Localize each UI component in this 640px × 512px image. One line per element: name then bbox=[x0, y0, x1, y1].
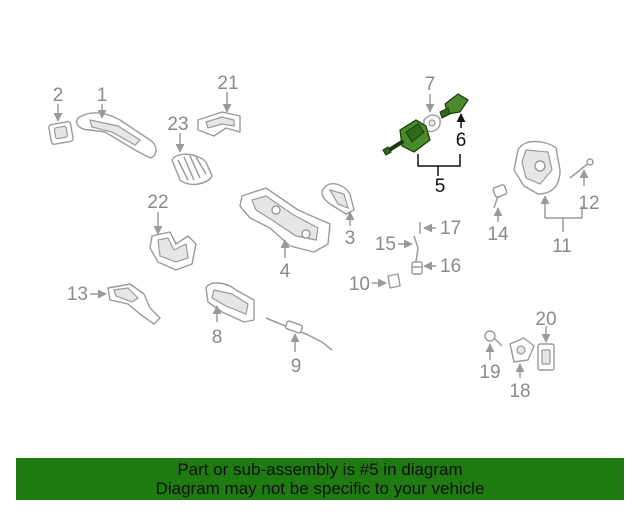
label-3: 3 bbox=[345, 228, 356, 249]
label-15: 15 bbox=[375, 234, 396, 255]
label-14: 14 bbox=[487, 224, 509, 245]
label-2: 2 bbox=[53, 85, 64, 106]
label-8: 8 bbox=[212, 327, 223, 348]
label-21: 21 bbox=[217, 73, 238, 94]
label-7: 7 bbox=[425, 74, 436, 95]
part-6-highlighted: 6 bbox=[439, 93, 469, 151]
part-1-outside-handle: 1 bbox=[76, 85, 157, 159]
label-22: 22 bbox=[147, 192, 168, 213]
part-3-inside-handle: 3 bbox=[321, 183, 356, 249]
part-7-clip: 7 bbox=[423, 74, 441, 133]
label-19: 19 bbox=[479, 362, 500, 383]
part-17-clip: 17 bbox=[419, 218, 461, 239]
part-10-clip: 10 bbox=[349, 273, 401, 295]
label-6: 6 bbox=[456, 130, 467, 151]
part-14-bolt: 14 bbox=[487, 184, 509, 245]
part-16-grommet: 16 bbox=[411, 256, 461, 277]
part-5-lock-cylinder: 5 bbox=[382, 119, 461, 197]
label-1: 1 bbox=[97, 85, 108, 106]
label-9: 9 bbox=[291, 356, 302, 377]
part-20-shim: 20 bbox=[535, 309, 557, 371]
part-12-rod: 12 bbox=[569, 158, 600, 214]
part-9-rod: 9 bbox=[265, 317, 333, 377]
part-22-bracket: 22 bbox=[147, 192, 197, 271]
label-18: 18 bbox=[509, 381, 530, 402]
banner-line-2: Diagram may not be specific to your vehi… bbox=[155, 479, 485, 498]
label-4: 4 bbox=[280, 261, 291, 282]
part-13-bracket: 13 bbox=[67, 283, 161, 325]
label-11: 11 bbox=[552, 236, 572, 257]
part-15-rod: 15 bbox=[375, 234, 419, 263]
part-19-screw: 19 bbox=[479, 330, 503, 383]
label-10: 10 bbox=[349, 274, 370, 295]
banner-line-1: Part or sub-assembly is #5 in diagram bbox=[177, 460, 463, 479]
label-13: 13 bbox=[67, 284, 88, 305]
part-11-latch: 11 bbox=[513, 140, 583, 257]
label-12: 12 bbox=[578, 193, 599, 214]
label-16: 16 bbox=[440, 256, 461, 277]
part-21-bracket: 21 bbox=[197, 73, 241, 137]
part-8-handle-housing: 8 bbox=[205, 282, 255, 348]
label-17: 17 bbox=[440, 218, 461, 239]
part-23-boot: 23 bbox=[167, 114, 213, 186]
part-4-reinforcement: 4 bbox=[239, 187, 331, 282]
label-23: 23 bbox=[167, 114, 188, 135]
part-18-striker: 18 bbox=[509, 337, 535, 402]
info-banner: Part or sub-assembly is #5 in diagram Di… bbox=[16, 458, 624, 500]
part-2-bezel: 2 bbox=[48, 85, 74, 145]
label-20: 20 bbox=[535, 309, 556, 330]
label-5: 5 bbox=[435, 176, 446, 197]
